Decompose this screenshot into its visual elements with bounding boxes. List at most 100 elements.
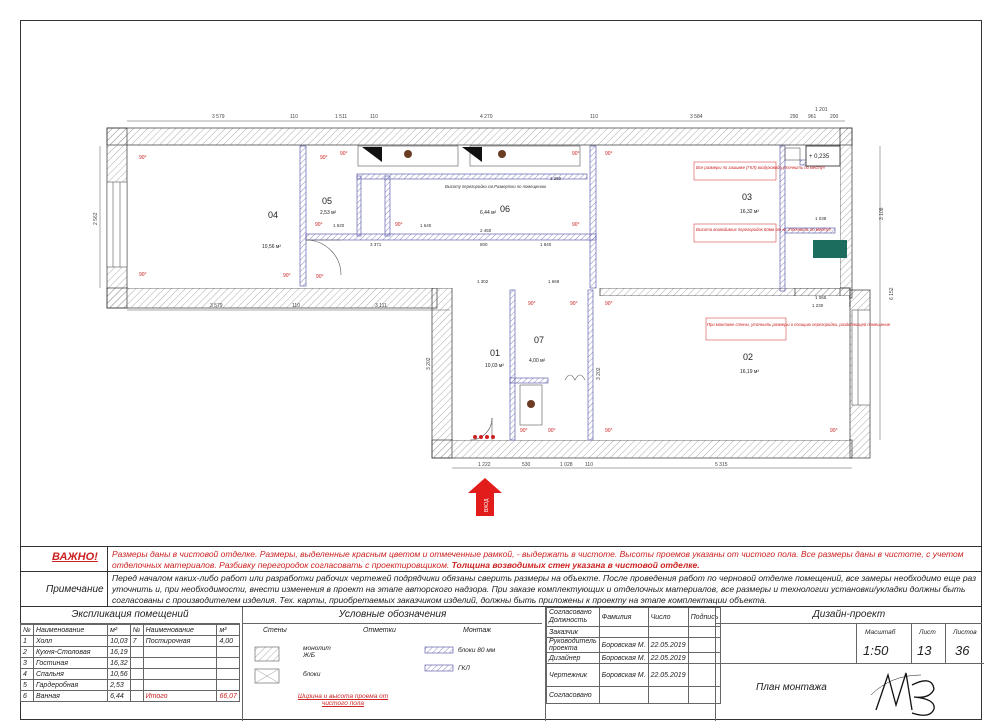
svg-text:3 108: 3 108 <box>879 207 885 220</box>
svg-text:90°: 90° <box>830 428 838 434</box>
room-area: 6,44 м² <box>480 210 497 216</box>
mount-legend-swatches <box>424 646 454 672</box>
duct-note: Все размеры по зашивке (ГКЛ) воздуховода… <box>696 165 826 170</box>
svg-text:90°: 90° <box>605 301 613 307</box>
svg-text:3 579: 3 579 <box>210 303 223 309</box>
svg-text:1 222: 1 222 <box>478 462 491 468</box>
svg-text:1 028: 1 028 <box>560 462 573 468</box>
floor-plan: 3 579 110 1 511 110 4 270 110 3 584 290 … <box>93 107 895 516</box>
room-area: 16,19 м² <box>740 369 759 375</box>
legend-blocks-80: блоки 80 мм <box>458 647 496 654</box>
inner-dimensions: 3 371 2 450 1 620 1 640 1 840 800 1 250 … <box>333 176 827 308</box>
svg-text:90°: 90° <box>570 301 578 307</box>
entry-label: ВХОД <box>484 498 490 512</box>
svg-text:90°: 90° <box>340 151 348 157</box>
wall-mount-note: При монтаже стены, уточнить размеры и по… <box>707 322 891 327</box>
partition-height-note: Высоту перегородки см.Развертки по помещ… <box>445 184 547 189</box>
svg-text:1 250: 1 250 <box>550 176 562 181</box>
svg-text:1 302: 1 302 <box>477 279 489 284</box>
table-row: Согласовано Должность Фамилия Число Подп… <box>546 607 722 627</box>
plan-notes: Высоту перегородки см.Развертки по помещ… <box>445 161 891 341</box>
note-row: Примечание Перед началом каких-либо рабо… <box>20 571 982 607</box>
equipment-block <box>813 240 847 258</box>
svg-text:530: 530 <box>522 462 531 468</box>
fixtures: + 0,235 <box>357 145 847 439</box>
svg-text:1 620: 1 620 <box>333 223 345 228</box>
important-row: ВАЖНО! Размеры даны в чистовой отделке. … <box>20 546 982 572</box>
dim-label: 4 270 <box>480 114 493 120</box>
exterior-walls <box>106 127 871 459</box>
svg-text:90°: 90° <box>320 155 328 161</box>
svg-text:90°: 90° <box>315 222 323 228</box>
svg-text:2 562: 2 562 <box>93 212 99 225</box>
dim-label: 1 201 <box>815 107 828 113</box>
important-emphasis: Толщина возводимых стен указана в чистов… <box>451 560 700 570</box>
dim-label: 3 579 <box>212 114 225 120</box>
svg-text:3 111: 3 111 <box>375 303 387 309</box>
svg-text:1 640: 1 640 <box>420 223 432 228</box>
side-dimensions: 3 108 6 152 2 562 3 202 3 202 <box>93 146 895 440</box>
dim-label: 1 511 <box>335 114 347 120</box>
svg-text:90°: 90° <box>139 272 147 278</box>
project-title: Дизайн-проект <box>716 607 982 624</box>
svg-text:1 230: 1 230 <box>812 303 824 308</box>
important-text: Размеры даны в чистовой отделке. Размеры… <box>112 549 964 570</box>
room-area: 4,00 м² <box>529 358 546 364</box>
table-row: № Наименование м² № Наименование м² <box>20 624 240 636</box>
legend: Условные обозначения Стены Отметки Монта… <box>242 607 542 721</box>
approval-table: Согласовано Должность Фамилия Число Подп… <box>545 607 722 721</box>
svg-text:3 371: 3 371 <box>370 242 382 247</box>
room-area: 10,03 м² <box>485 363 504 369</box>
svg-text:90°: 90° <box>520 428 528 434</box>
table-row: Заказчик <box>546 626 722 638</box>
svg-text:5 315: 5 315 <box>715 462 728 468</box>
interior-partitions <box>299 145 841 441</box>
table-row: Согласовано <box>546 686 722 704</box>
dim-label: 961 <box>808 114 817 120</box>
legend-title: Условные обозначения <box>243 607 542 624</box>
svg-text:3 202: 3 202 <box>596 367 602 380</box>
drawing-sheet <box>20 20 982 720</box>
room-area: 2,53 м² <box>320 210 337 216</box>
entry-arrow: ВХОД <box>468 478 502 516</box>
svg-text:90°: 90° <box>528 301 536 307</box>
project-block: Дизайн-проект Масштаб Лист Листов 1:50 1… <box>715 607 984 721</box>
windows <box>106 181 871 406</box>
explication-table: Экспликация помещений № Наименование м² … <box>20 607 240 702</box>
room-area: 10,56 м² <box>262 244 281 250</box>
room-area: 16,32 м² <box>740 209 759 215</box>
dim-label: 3 584 <box>690 114 703 120</box>
dim-label: 110 <box>370 114 378 120</box>
svg-text:90°: 90° <box>605 428 613 434</box>
angle-marks: 90° 90° 90° 90° 90° 90° 90° 90° 90° 90° … <box>139 151 838 434</box>
sheet-number: 13 <box>917 643 932 658</box>
level-mark-box <box>805 145 841 167</box>
legend-blocks: блоки <box>303 671 321 678</box>
svg-text:110: 110 <box>292 303 300 309</box>
scale-value: 1:50 <box>863 643 889 658</box>
room-number: 03 <box>742 192 752 202</box>
note-text: Перед началом каких-либо работ или разра… <box>112 573 977 605</box>
svg-text:90°: 90° <box>283 273 291 279</box>
svg-text:1 840: 1 840 <box>540 242 552 247</box>
svg-text:90°: 90° <box>548 428 556 434</box>
designer-signature-logo <box>870 672 935 716</box>
level-mark: + 0,235 <box>809 154 830 160</box>
room-number: 04 <box>268 210 278 220</box>
top-dimension-line: 3 579 110 1 511 110 4 270 110 3 584 290 … <box>127 107 845 122</box>
svg-text:90°: 90° <box>572 222 580 228</box>
legend-gkl: ГКЛ <box>458 665 470 672</box>
svg-text:90°: 90° <box>572 151 580 157</box>
room-number: 02 <box>743 352 753 362</box>
svg-text:6 152: 6 152 <box>889 287 895 300</box>
svg-text:90°: 90° <box>605 151 613 157</box>
sheet-count: 36 <box>955 643 970 658</box>
